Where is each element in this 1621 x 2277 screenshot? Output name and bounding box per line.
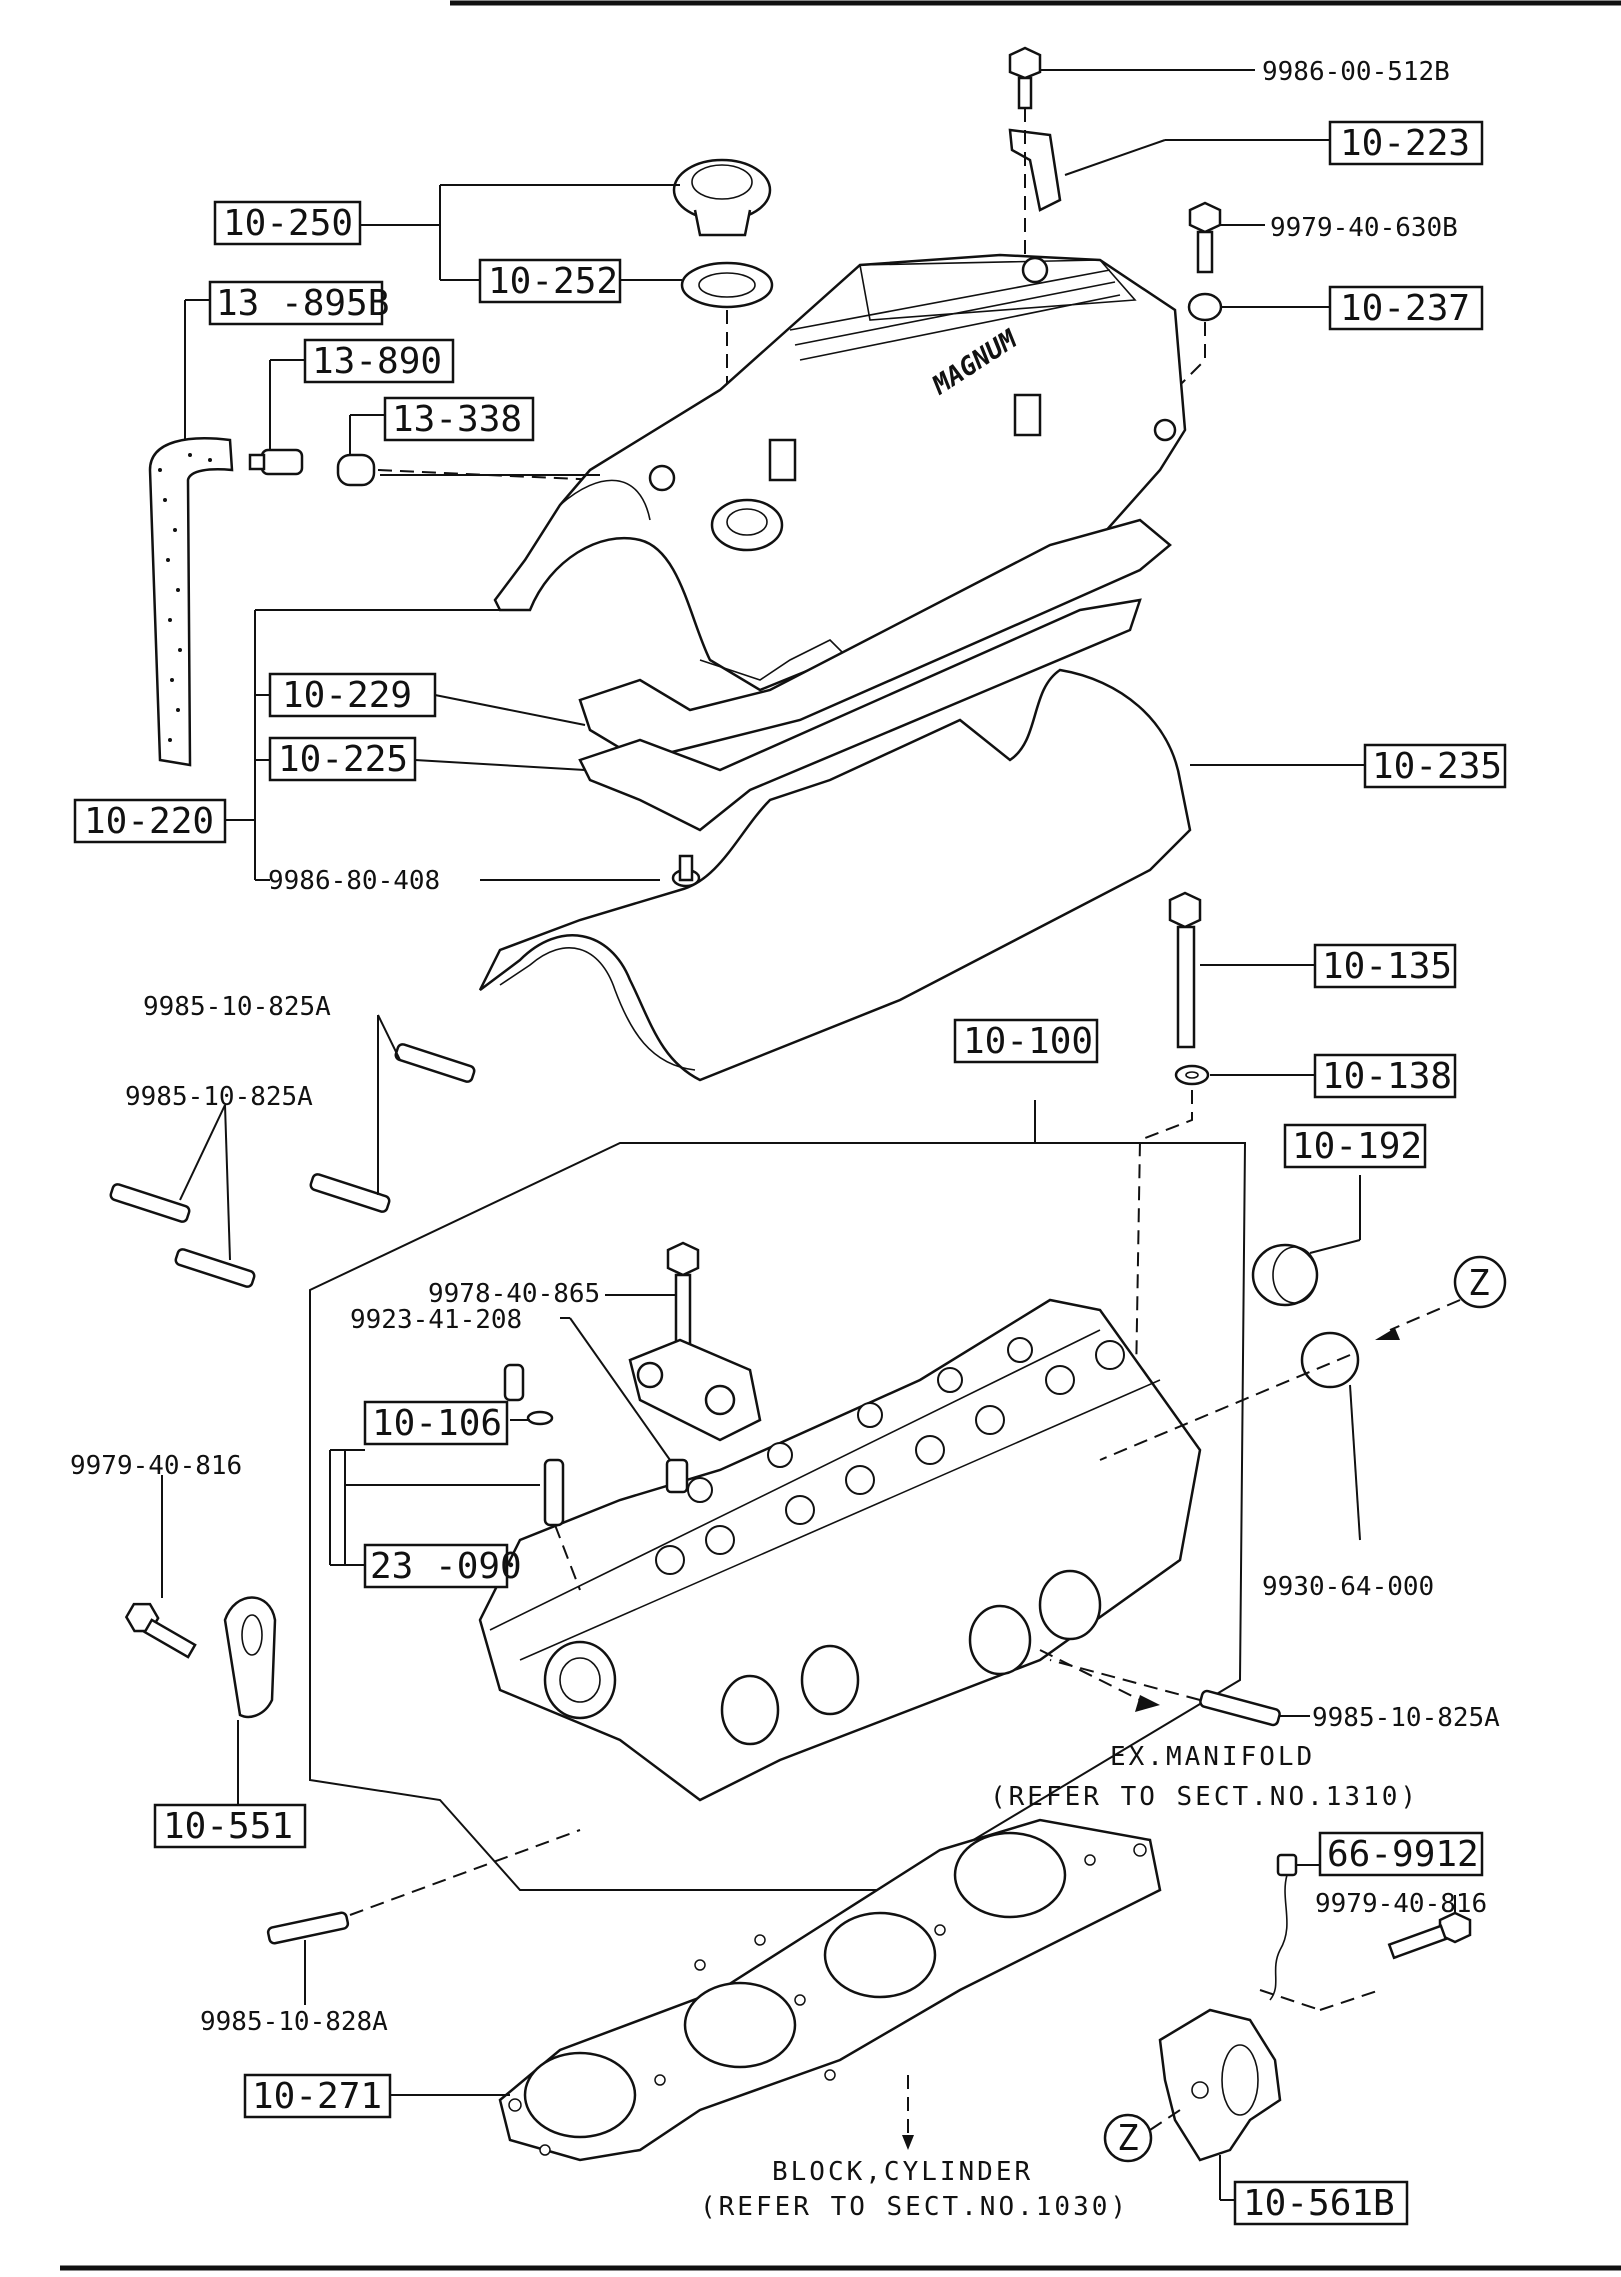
bracket-10-561b [1158,1989,1381,2201]
label-ex-manifold-ref: (REFER TO SECT.NO.1310) [990,1782,1419,1812]
stud-9985-10-825a-right [1049,1659,1310,1727]
callout-10-235: 10-235 [1363,743,1507,789]
label-block-cylinder: BLOCK,CYLINDER [772,2157,1033,2187]
callout-text: 13-338 [392,399,522,440]
z-bottom-text: Z [1117,2118,1139,2159]
view-z-bottom: Z [1103,2109,1181,2163]
label-9978-40-865: 9978-40-865 [428,1279,600,1309]
callout-10-192: 10-192 [1283,1123,1427,1169]
studs-9985-10-825a [109,1014,476,1288]
callout-text: 10-237 [1340,288,1470,329]
callout-text: 10-135 [1322,946,1452,987]
callout-text: 10-220 [84,801,214,842]
cylinder-head-10-100 [478,1298,1202,1802]
bolt-9986-80-408 [671,854,701,888]
callout-10-237: 10-237 [1328,285,1484,331]
callout-text: 10-252 [488,261,618,302]
callout-10-138: 10-138 [1313,1053,1457,1099]
label-9986-00-512b: 9986-00-512B [1262,57,1450,87]
view-z-top: Z [1099,1255,1507,1461]
callout-23-090: 23 -090 [363,1543,522,1589]
callout-text: 10-106 [372,1403,502,1444]
label-9986-80-408: 9986-80-408 [268,866,440,896]
gasket-10-235 [478,668,1192,1082]
bolt-9979-40-816-left [124,1475,197,1659]
callout-text: 23 -090 [370,1546,522,1587]
plug-9930-64-000 [1300,1331,1361,1541]
callout-10-271: 10-271 [243,2073,392,2119]
callout-66-9912: 66-9912 [1318,1831,1484,1877]
callout-text: 10-235 [1372,746,1502,787]
pcv-valve-13-890 [248,359,305,476]
callout-10-100: 10-100 [953,1018,1099,1064]
cover-leaders [225,609,1365,881]
grommet-10-237 [1179,292,1330,430]
callout-text: 10-100 [963,1021,1093,1062]
bracket-10-551 [223,1596,277,1820]
callout-text: 13 -895B [216,283,389,324]
callout-10-223: 10-223 [1328,120,1484,166]
plug-10-192 [1251,1175,1361,1307]
callout-10-106: 10-106 [363,1400,509,1446]
label-9985-10-825a-1: 9985-10-825A [143,992,331,1022]
label-9923-41-208: 9923-41-208 [350,1305,522,1335]
label-block-cylinder-ref: (REFER TO SECT.NO.1030) [700,2192,1129,2222]
rocker-bracket [628,1338,762,1442]
label-9979-40-630b: 9979-40-630B [1270,213,1458,243]
callout-text: 10-229 [282,675,412,716]
stud-9985-10-828a [266,1829,581,2005]
label-ex-manifold: EX.MANIFOLD [1110,1742,1315,1772]
bolt-9979-40-630b [1188,201,1265,274]
callout-10-225: 10-225 [268,736,417,782]
callout-10-220: 10-220 [73,798,227,844]
bolt-10-135 [1168,891,1315,1049]
callout-10-252: 10-252 [478,258,622,304]
callout-text: 10-223 [1340,123,1470,164]
ex-manifold-arrow [1039,1649,1160,1712]
callout-10-250: 10-250 [213,200,362,246]
plate-10-225 [578,598,1142,832]
bolt-9978-40-865 [605,1241,700,1347]
callout-10-551: 10-551 [153,1803,307,1849]
callout-text: 66-9912 [1327,1834,1479,1875]
label-9979-40-816-left: 9979-40-816 [70,1451,242,1481]
label-9985-10-828a: 9985-10-828A [200,2007,388,2037]
label-9979-40-816-right: 9979-40-816 [1315,1889,1487,1919]
callout-text: 10-138 [1322,1056,1452,1097]
callout-10-229: 10-229 [268,672,437,718]
callout-text: 10-271 [252,2076,382,2117]
breather-hose-13-895b [148,299,234,767]
label-9985-10-825a-2: 9985-10-825A [125,1082,313,1112]
label-9985-10-825a-3: 9985-10-825A [1312,1703,1500,1733]
washer-10-138 [1134,1064,1315,1441]
callout-13-895b: 13 -895B [208,280,389,326]
dowel-9923-41-208 [560,1317,689,1494]
callout-13-890: 13-890 [303,338,455,384]
bolt-9979-40-816-right [1387,1895,1472,1960]
callout-10-135: 10-135 [1313,943,1457,989]
label-9930-64-000: 9930-64-000 [1262,1572,1434,1602]
callout-text: 10-561B [1243,2183,1395,2224]
callout-13-338: 13-338 [383,396,535,442]
oil-cap-10-250 [360,158,772,281]
valve-parts-10-106 [329,1363,581,1591]
sensor-66-9912 [1269,1853,1320,2001]
head-outline-box [309,1100,1247,1891]
callout-text: 10-250 [223,203,353,244]
callout-text: 13-890 [312,341,442,382]
z-top-text: Z [1468,1263,1490,1304]
head-gasket-10-271 [390,1818,1162,2162]
callout-text: 10-192 [1292,1126,1422,1167]
callout-10-561b: 10-561B [1233,2180,1409,2226]
bolt-9986-00-512b [1008,46,1255,110]
callout-text: 10-225 [278,739,408,780]
callout-text: 10-551 [163,1806,293,1847]
